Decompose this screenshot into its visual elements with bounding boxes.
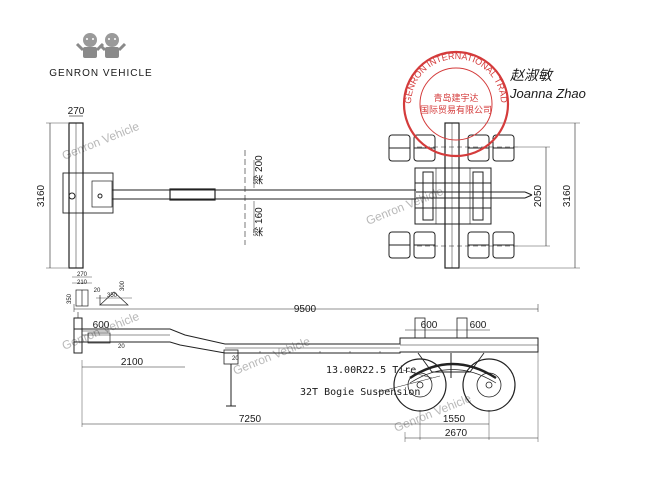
dim-axle-spacing: 1550 <box>443 414 466 425</box>
beam-200-label: 梁 200 <box>252 155 265 185</box>
signature-chinese: 赵淑敏 <box>510 67 554 83</box>
section-h350: 350 <box>67 293 73 304</box>
dim-width-left: 3160 <box>36 184 47 207</box>
dim-h20b: 20 <box>232 356 239 362</box>
section-labels: 270 210 350 300 20 350 <box>67 272 126 304</box>
section-h300: 300 <box>120 280 126 291</box>
mascot-right-icon <box>98 33 127 58</box>
wheel-set-front-right <box>467 134 515 162</box>
stamp-line2: 国际贸易有限公司 <box>420 104 492 115</box>
stamp-line1: 青岛建宇达 <box>433 92 478 103</box>
dim-axle-track: 2050 <box>533 184 544 207</box>
section-detail <box>72 276 132 307</box>
beam-160-label: 梁 160 <box>252 207 265 237</box>
stamp-outer-text: QINGDAO GENRON INTERNATIONAL TRADE CO., … <box>0 0 509 104</box>
dim-width-top: 270 <box>68 106 85 117</box>
tire-label: 13.00R22.5 Tire <box>326 365 416 376</box>
watermark-4: Genron Vehicle <box>231 334 313 378</box>
dim-kingpin: 2100 <box>121 357 144 368</box>
watermark-1: Genron Vehicle <box>60 119 142 163</box>
dim-bogie-length: 2670 <box>445 428 468 439</box>
section-h20: 20 <box>94 288 101 294</box>
section-w350: 350 <box>107 293 118 299</box>
dim-length: 9500 <box>294 304 317 315</box>
side-view-labels: 9500 600 2100 600 600 20 20 13.00R22.5 T… <box>93 304 487 439</box>
top-view-labels: 270 3160 3160 2050 梁 200 梁 160 <box>36 106 573 237</box>
dim-front-600: 600 <box>93 320 110 331</box>
signature: 赵淑敏 Joanna Zhao <box>509 67 586 101</box>
top-view <box>46 115 580 269</box>
wheel-set-front-left <box>388 134 436 162</box>
signature-pinyin: Joanna Zhao <box>509 86 586 101</box>
dim-gap-600-left: 600 <box>421 320 438 331</box>
stamp-inner-ring <box>419 67 493 141</box>
section-w210: 210 <box>77 280 88 286</box>
wheel-set-rear-right <box>467 231 515 259</box>
dim-width-right: 3160 <box>562 184 573 207</box>
brand-name: GENRON VEHICLE <box>49 68 152 79</box>
suspension-label: 32T Bogie Suspension <box>300 387 420 398</box>
section-w270: 270 <box>77 272 88 278</box>
side-view <box>73 304 539 442</box>
dim-h20a: 20 <box>118 344 125 350</box>
wheel-set-rear-left <box>388 231 436 259</box>
side-wheel-rear <box>462 358 516 412</box>
dim-gap-600-right: 600 <box>470 320 487 331</box>
genron-logo: GENRON VEHICLE <box>49 33 152 79</box>
stamp-ring <box>402 50 510 158</box>
dim-to-axle: 7250 <box>239 414 262 425</box>
mascot-left-icon <box>75 33 105 58</box>
